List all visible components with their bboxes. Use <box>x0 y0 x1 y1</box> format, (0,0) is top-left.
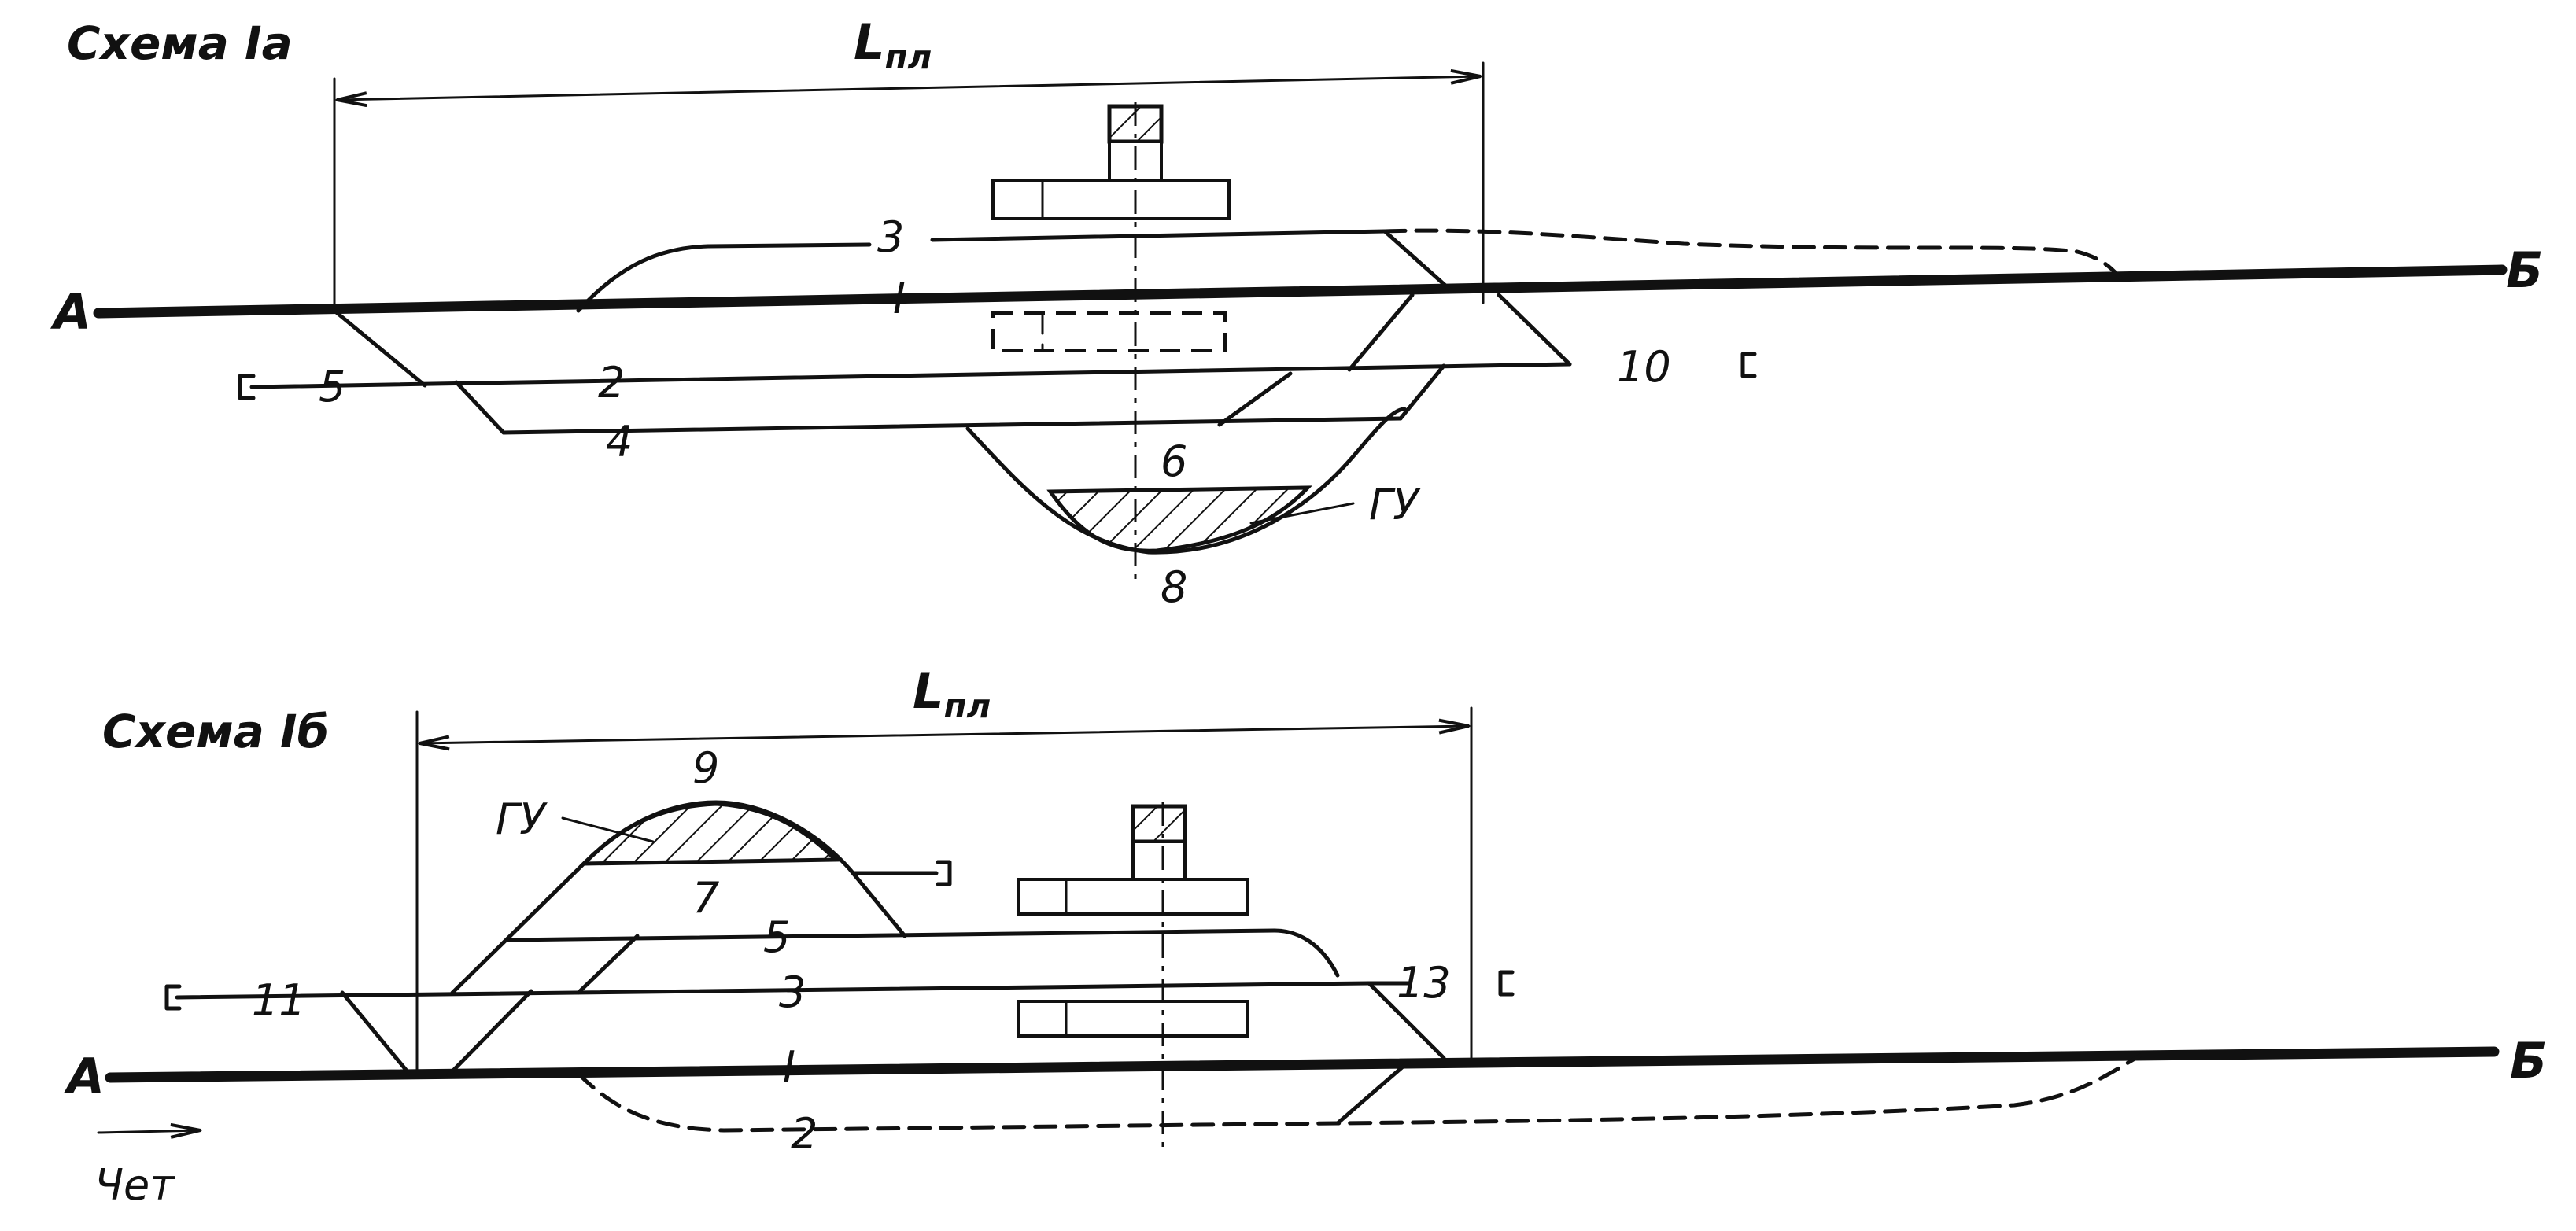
scheme-ib-platform-label: Lпл <box>913 662 991 725</box>
scheme-ib-freight-label: ГУ <box>496 794 548 844</box>
scheme-ib-end-left: A <box>63 1048 105 1105</box>
scheme-ia-track-3-label: 3 <box>877 212 904 262</box>
scheme-ia-track-5-label: 5 <box>319 362 345 411</box>
scheme-ib-track-2-label: 2 <box>791 1109 817 1159</box>
scheme-ia-freight-label: ГУ <box>1369 480 1421 529</box>
scheme-ia-end-left: A <box>50 283 91 341</box>
scheme-ib-track-7-label: 7 <box>692 873 719 923</box>
scheme-ib-deadend-right <box>1498 970 1515 997</box>
scheme-ib-track-2-switch <box>1335 1060 1411 1126</box>
scheme-ia-track-3-left <box>576 242 872 313</box>
scheme-ib-track-5-curve <box>1272 928 1340 978</box>
scheme-ib-track-11-label: 11 <box>252 975 306 1025</box>
scheme-ia-track-2 <box>249 362 1572 389</box>
scheme-ib-deadend-left <box>164 984 182 1011</box>
scheme-ia-track-3-dashed <box>1382 228 2127 284</box>
scheme-ia-platform-label: Lпл <box>854 13 932 76</box>
scheme-ia-track-3 <box>930 229 1387 242</box>
scheme-ia-track-4-label: 4 <box>606 417 633 466</box>
scheme-ib-track-5-crossover <box>576 934 640 995</box>
scheme-ib-track-3-switch-right <box>1367 981 1446 1060</box>
scheme-ib-track-5 <box>505 928 1277 942</box>
direction-label: Чет <box>94 1160 175 1210</box>
scheme-ia-track-10-label: 10 <box>1617 342 1671 392</box>
scheme-ib-track-3 <box>175 981 1371 1000</box>
scheme-ib-station-building <box>1017 804 1249 1038</box>
scheme-ib-track-13-label: 13 <box>1397 958 1451 1008</box>
scheme-ia-track-4-switch-right <box>1398 363 1446 421</box>
scheme-ib-track-3-label: 3 <box>779 967 806 1017</box>
scheme-ia-deadend-right <box>1740 352 1757 378</box>
scheme-ib-track-9-label: 9 <box>692 743 719 793</box>
scheme-ib-freight-leader <box>561 816 655 843</box>
scheme-ia-track-6-label: 6 <box>1161 437 1187 486</box>
scheme-ia-track-8-label: 8 <box>1161 562 1187 612</box>
scheme-ia-station-building <box>991 104 1231 352</box>
scheme-ia-track-2-switch-right <box>1497 293 1572 367</box>
scheme-ib-track-I: I <box>783 1042 795 1092</box>
scheme-ib-end-right: Б <box>2510 1032 2547 1089</box>
scheme-ib-track-5-label: 5 <box>763 912 790 962</box>
scheme-ia-deadend-left <box>238 374 256 400</box>
scheme-ia-track-4-crossover <box>1217 371 1293 427</box>
scheme-ia-platform-dimension <box>335 76 1482 100</box>
scheme-ia-track-2-crossover <box>1347 293 1415 372</box>
scheme-ib-main-track <box>105 1046 2500 1083</box>
scheme-ia-track-I: I <box>893 274 906 323</box>
scheme-ia-track-2-switch-left <box>332 308 427 388</box>
scheme-ia-track-8 <box>965 407 1407 555</box>
scheme-ia-end-right: Б <box>2506 241 2543 299</box>
scheme-ia-freight-leader <box>1249 502 1355 525</box>
scheme-ib-platform-dimension <box>418 726 1471 743</box>
scheme-ia-track-2-label: 2 <box>598 358 625 407</box>
scheme-ib: Схема Iб Lпл A Б I 2 11 3 <box>63 662 2547 1210</box>
scheme-ia-main-track <box>93 264 2508 319</box>
scheme-ib-track-2 <box>576 1053 2142 1133</box>
scheme-ia-title: Схема Ia <box>67 17 293 70</box>
scheme-ib-track-3-crossover <box>446 989 533 1078</box>
scheme-ia: Схема Ia Lпл A Б I 3 2 5 <box>50 13 2543 612</box>
direction-arrow <box>97 1130 202 1133</box>
scheme-ib-track-3-switch-left <box>340 990 411 1076</box>
scheme-ia-track-3-switch <box>1382 229 1454 293</box>
scheme-ib-title: Схема Iб <box>102 705 329 758</box>
scheme-ia-track-4 <box>454 380 1403 435</box>
scheme-ib-deadend-freight <box>936 860 952 886</box>
